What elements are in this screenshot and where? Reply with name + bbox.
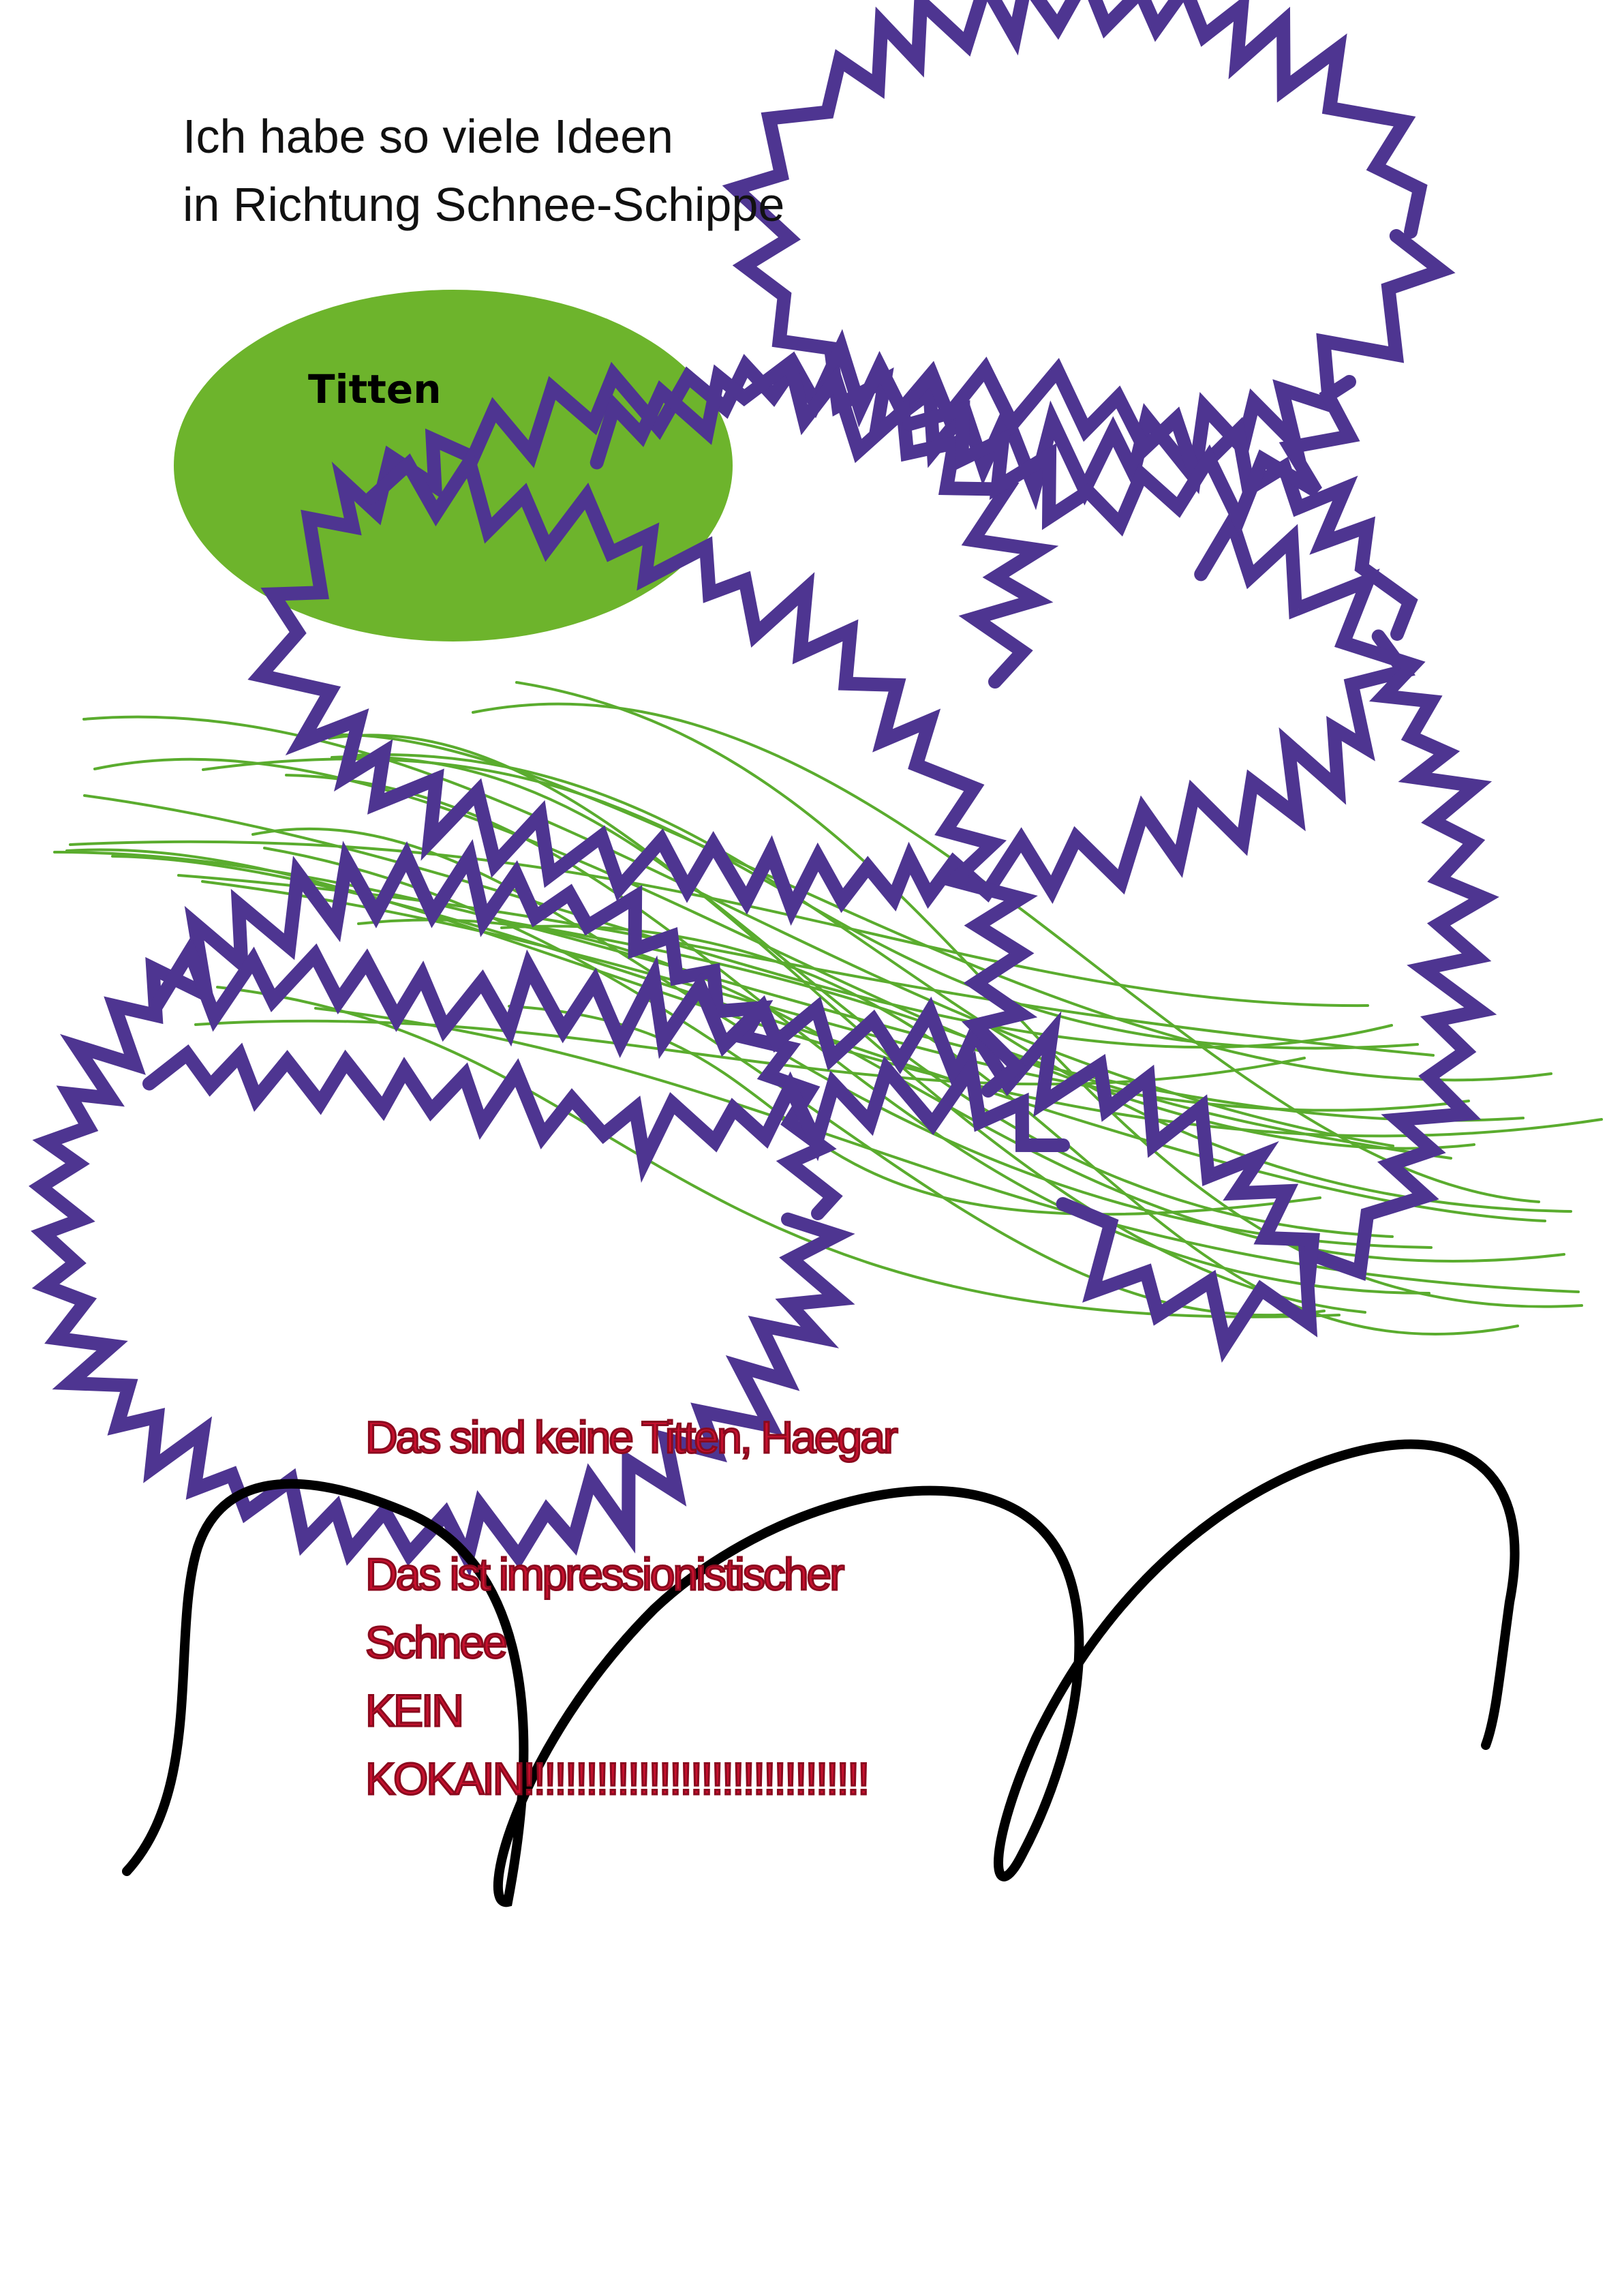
- caption-line-5: KOKAIN!!!!!!!!!!!!!!!!!!!!!!!!!!!!!!!!!: [365, 1753, 872, 1804]
- purple-zigzag-stroke: [365, 445, 1038, 1098]
- purple-zigzag-stroke: [902, 375, 1360, 537]
- caption-line-1: Das sind keine Titten, Haegar: [365, 1412, 900, 1462]
- heading-line-2: in Richtung Schnee-Schippe: [183, 178, 785, 231]
- green-scribble-stroke: [216, 986, 1341, 1318]
- purple-zigzag-stroke: [1056, 505, 1499, 1363]
- green-oval: [174, 290, 733, 641]
- green-scribble-stroke: [83, 794, 1393, 1049]
- caption-line-4: KEIN: [364, 1685, 465, 1736]
- green-scribble-stroke: [93, 757, 1475, 1150]
- purple-zigzag-stroke: [150, 936, 1320, 1288]
- green-scribble-stroke: [194, 1019, 1306, 1086]
- purple-zigzag-stroke: [28, 839, 855, 1577]
- caption-line-3: Schnee: [365, 1617, 509, 1667]
- oval-label: Titten: [308, 366, 442, 412]
- purple-zigzag-scribble: [28, 0, 1499, 1577]
- green-scribble-stroke: [328, 733, 1552, 1082]
- green-scribble-stroke: [331, 755, 1394, 1238]
- green-scribble-stroke: [515, 681, 1583, 1308]
- purple-zigzag-stroke: [590, 351, 1059, 689]
- green-scribble-stroke: [328, 734, 1366, 1314]
- green-scribble-stroke: [350, 753, 1572, 1213]
- caption-line-2: Das ist impressionistischer: [364, 1549, 845, 1599]
- black-loop-scribble: [122, 1439, 1520, 1907]
- heading-line-1: Ich habe so viele Ideen: [183, 110, 673, 163]
- purple-zigzag-stroke: [722, 0, 1456, 511]
- green-scribble-stroke: [357, 918, 1565, 1263]
- purple-zigzag-stroke: [142, 1042, 1070, 1183]
- purple-zigzag-stroke: [247, 329, 1418, 926]
- green-scribble-stroke: [472, 702, 1540, 1203]
